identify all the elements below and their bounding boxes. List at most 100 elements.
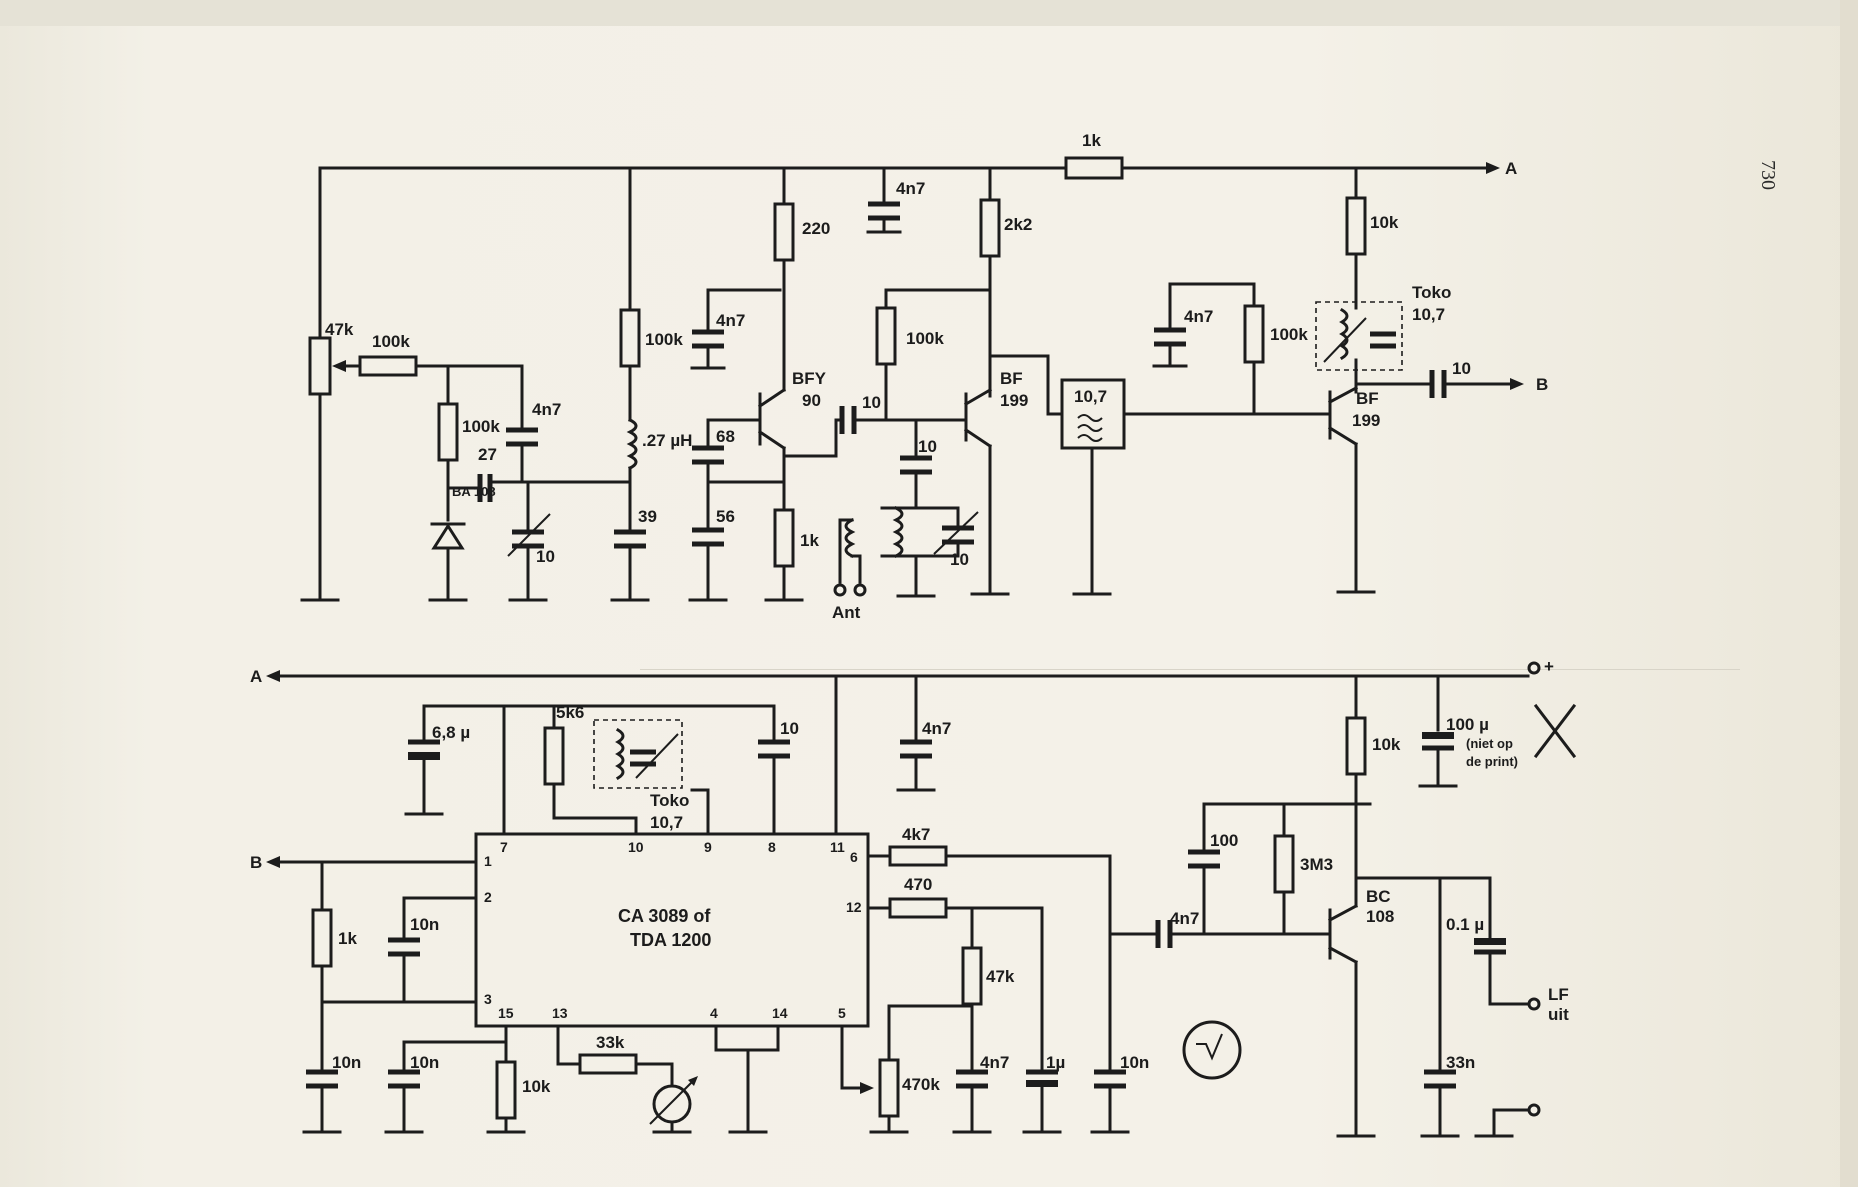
label-470k: 470k [902,1075,940,1094]
label-47k-bot: 47k [986,967,1015,986]
label-220: 220 [802,219,830,238]
resistor-100k-d [875,306,897,366]
label-4k7: 4k7 [902,825,930,844]
label-10-coupling: 10 [862,393,881,412]
pin-13: 13 [552,1005,568,1021]
resistor-10k-pin15 [495,1060,517,1120]
resistor-100k-c [619,308,641,368]
page-number: 730 [1757,160,1779,190]
resistor-220 [773,202,795,262]
label-bf-b: BF [1356,389,1379,408]
label-33k: 33k [596,1033,625,1052]
label-lf: LF [1548,985,1569,1004]
label-10n-a: 10n [332,1053,361,1072]
label-4n7-dec: 4n7 [922,719,951,738]
label-5k6: 5k6 [556,703,584,722]
label-107-bottom: 10,7 [650,813,683,832]
resistor-1k-emitter [773,508,795,568]
label-100k-e: 100k [1270,325,1308,344]
pin-12: 12 [846,899,862,915]
label-10k-top: 10k [1370,213,1399,232]
label-ant: Ant [832,603,861,622]
pin-5: 5 [838,1005,846,1021]
resistor-100k-a [358,355,418,377]
ground-terminal [1527,1103,1541,1117]
pin-3: 3 [484,991,492,1007]
label-470: 470 [904,875,932,894]
label-1u: 1µ [1046,1053,1065,1072]
label-39: 39 [638,507,657,526]
label-01u: 0.1 µ [1446,915,1484,934]
rail-a-label: A [1505,159,1517,178]
label-4n7-coupling: 4n7 [1170,909,1199,928]
resistor-1k-rail [1064,156,1124,180]
label-coil: .27 µH [642,431,692,450]
tuning-meter [652,1084,692,1124]
elco-note-2: de print) [1466,754,1518,769]
label-bf-a: BF [1000,369,1023,388]
label-10-b: 10 [918,437,937,456]
ic-label-1: CA 3089 of [618,906,711,926]
label-10n-d: 10n [1120,1053,1149,1072]
label-199-a: 199 [1000,391,1028,410]
pot-47k [308,336,332,396]
resistor-100k-b [437,402,459,462]
label-bfy: BFY [792,369,827,388]
pin-1: 1 [484,853,492,869]
toko-coil-bottom [615,727,625,781]
pin-14: 14 [772,1005,788,1021]
elco-note-1: (niet op [1466,736,1513,751]
label-10n-c: 10n [410,1053,439,1072]
label-b-in: B [250,853,262,872]
label-107-top: 10,7 [1412,305,1445,324]
label-toko-top: Toko [1412,283,1451,302]
pin-8: 8 [768,839,776,855]
pin-4: 4 [710,1005,718,1021]
pin-6: 6 [850,849,858,865]
label-3m3: 3M3 [1300,855,1333,874]
ant-terminal-2 [853,583,867,597]
tank-coil [892,505,904,559]
label-100u: 100 µ [1446,715,1489,734]
label-vc-10-a: 10 [536,547,555,566]
resistor-10k-top [1345,196,1367,256]
resistor-33k [578,1053,638,1075]
label-4n7-d: 4n7 [1184,307,1213,326]
pin-15: 15 [498,1005,514,1021]
ic-label-2: TDA 1200 [630,930,711,950]
resistor-3m3 [1273,834,1295,894]
ant-terminal-1 [833,583,847,597]
label-4n7-bot: 4n7 [980,1053,1009,1072]
label-68: 68 [716,427,735,446]
label-4n7-c: 4n7 [896,179,925,198]
resistor-4k7 [888,845,948,867]
label-10-pin8: 10 [780,719,799,738]
toko-can-top [1315,301,1403,371]
label-33n: 33n [1446,1053,1475,1072]
pin-9: 9 [704,839,712,855]
page-right-edge [1840,0,1858,1187]
kw-symbol [1182,1020,1242,1080]
ic-ca3089 [474,832,870,1028]
resistor-100k-e [1243,304,1265,364]
resistor-2k2 [979,198,1001,258]
label-100k-a: 100k [372,332,410,351]
pot-470k [878,1058,900,1118]
coil-027uh [626,417,638,471]
label-10-out: 10 [1452,359,1471,378]
label-1k-in: 1k [338,929,357,948]
label-100k-d: 100k [906,329,944,348]
label-filter: 10,7 [1074,387,1107,406]
label-10k-pin15: 10k [522,1077,551,1096]
label-90: 90 [802,391,821,410]
label-100k-c: 100k [645,330,683,349]
resistor-47k [961,946,983,1006]
label-bc: BC [1366,887,1391,906]
diode-ba108 [431,523,465,550]
label-a-in: A [250,667,262,686]
label-68u: 6,8 µ [432,723,470,742]
top-circuit: A 1k 47k 100k 100k 4n7 27 [300,131,1548,622]
page-top-edge [0,0,1858,26]
